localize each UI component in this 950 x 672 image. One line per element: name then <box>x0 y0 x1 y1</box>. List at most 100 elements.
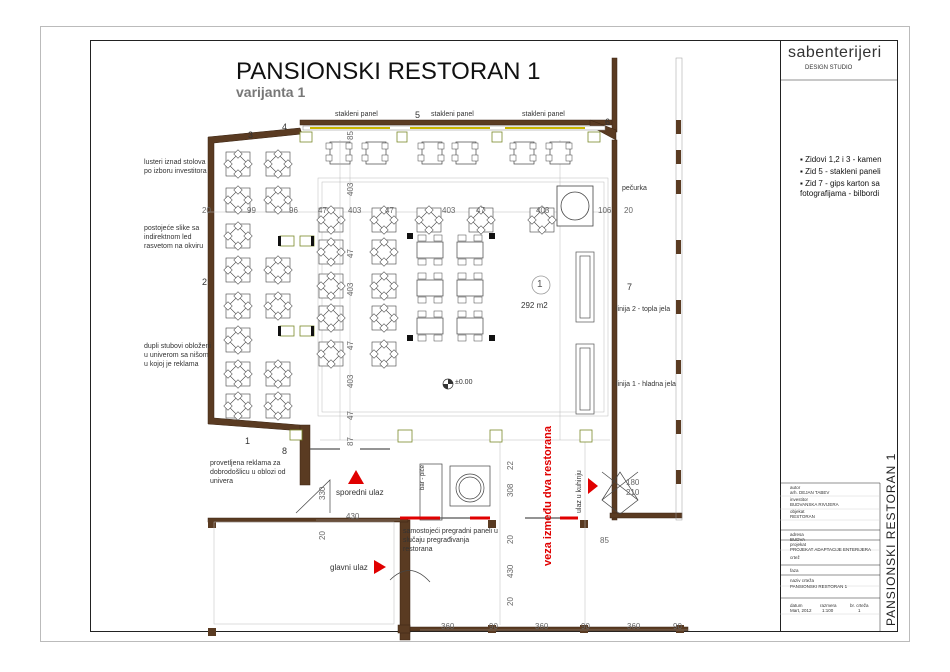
table-4-seat <box>223 359 253 389</box>
dimension-label: 430 <box>506 564 515 578</box>
bar-label: bar - piće <box>420 464 426 490</box>
table-4-seat <box>316 237 346 267</box>
note-stubovi: dupli stubovi obloženi u univerom sa niš… <box>144 343 211 368</box>
wall-number: 8 <box>282 446 288 456</box>
dimension-label: 360 <box>441 622 455 631</box>
table-rect <box>545 141 573 165</box>
table-4-seat <box>316 205 346 235</box>
dimension-label: 90 <box>673 622 682 631</box>
table-rect <box>416 310 444 342</box>
elevation-label: ±0.00 <box>455 379 473 386</box>
dimension-label: 20 <box>624 206 633 215</box>
table-4-seat <box>223 325 253 355</box>
table-4-seat <box>527 205 557 235</box>
table-rect <box>451 141 479 165</box>
side-entrance-label: sporedni ulaz <box>336 488 384 497</box>
table-4-seat <box>369 303 399 333</box>
table-4-seat <box>263 391 293 421</box>
kitchen-entrance-label: ulaz u kuhinju <box>576 470 583 513</box>
table-4-seat <box>263 185 293 215</box>
table-rect <box>417 141 445 165</box>
dimension-label: 403 <box>442 206 456 215</box>
wall-number: 3 <box>248 130 254 140</box>
brand-studio: DESIGN STUDIO <box>805 65 853 71</box>
dimension-label: 403 <box>346 182 355 196</box>
tb-adresa: BUDVA <box>790 537 806 542</box>
dimension-label: 360 <box>627 622 641 631</box>
dimension-label: 403 <box>348 206 362 215</box>
wall-number: 1 <box>245 436 251 446</box>
tb-crtez-br-label: br. crteža <box>850 603 869 608</box>
dimension-label: 106 <box>598 206 612 215</box>
connection-label: veza između dva restorana <box>542 425 554 566</box>
dimension-label: 430 <box>346 512 360 521</box>
table-rect <box>361 141 389 165</box>
wall-number: 7 <box>627 282 633 292</box>
table-4-seat <box>223 221 253 251</box>
glass-panel-label: stakleni panel <box>335 111 378 118</box>
title-block <box>780 40 898 632</box>
dimension-label: 308 <box>506 483 515 497</box>
table-4-seat <box>316 303 346 333</box>
table-4-seat <box>316 339 346 369</box>
table-rect <box>509 141 537 165</box>
note-lusteri: lusteri iznad stolova po izboru investit… <box>144 159 207 175</box>
dimension-label: 403 <box>346 282 355 296</box>
legend-item: ▪ Zidovi 1,2 i 3 - kamen <box>800 155 882 164</box>
linija-1-label: linija 1 - hladna jela <box>616 381 676 388</box>
table-4-seat <box>414 205 444 235</box>
table-4-seat <box>369 237 399 267</box>
table-rect <box>416 272 444 304</box>
tb-objekat-label: objekat <box>790 509 805 514</box>
dimension-label: 22 <box>506 461 515 470</box>
dimension-label: 47 <box>385 206 394 215</box>
note-paneli: samostojeći pregradni paneli u slučaju p… <box>403 528 498 553</box>
tb-razmera-label: razmera <box>820 603 837 608</box>
tb-datum: Mart, 2012 <box>790 608 812 613</box>
tb-projekat-label: projekat <box>790 542 807 547</box>
table-4-seat <box>223 149 253 179</box>
glass-panel-label: stakleni panel <box>431 111 474 118</box>
tb-razmera: 1:100 <box>822 608 834 613</box>
table-rect <box>416 234 444 266</box>
table-4-seat <box>369 205 399 235</box>
glass-panel-label: stakleni panel <box>522 111 565 118</box>
tb-naziv: PANSIONSKI RESTORAN 1 <box>790 584 848 589</box>
table-rect <box>456 272 484 304</box>
tb-crtez-br: 1 <box>858 608 861 613</box>
material-legend: ▪ Zidovi 1,2 i 3 - kamen ▪ Zid 5 - stakl… <box>800 155 900 201</box>
linija-2-label: linija 2 - topla jela <box>616 306 671 313</box>
table-4-seat <box>223 185 253 215</box>
table-4-seat <box>223 291 253 321</box>
tb-autor: arh. DEJAN TABEV <box>790 490 830 495</box>
dimension-label: 47 <box>346 411 355 420</box>
table-4-seat <box>369 339 399 369</box>
note-reklama: provetljena reklama za dobrodošlicu u ob… <box>210 460 286 485</box>
note-slike: postojeće slike sa indirektnom led rasve… <box>144 225 204 250</box>
dimension-label: 90 <box>489 622 498 631</box>
tb-datum-label: datum <box>790 603 803 608</box>
drawing-title: PANSIONSKI RESTORAN 1 <box>236 58 541 85</box>
tb-crtez-label: crtež <box>790 555 800 560</box>
tb-adresa-label: adresa <box>790 532 804 537</box>
dimension-label: 403 <box>346 374 355 388</box>
dimension-label: 20 <box>318 531 327 540</box>
dimension-label: 87 <box>346 437 355 446</box>
table-rect <box>325 141 353 165</box>
tb-investitor: BUDVANSKA RIVIJERA <box>790 502 839 507</box>
dimension-label: 90 <box>581 622 590 631</box>
dimension-label: 85 <box>346 131 355 140</box>
dimension-label: 403 <box>536 206 550 215</box>
dimension-label: 47 <box>318 206 327 215</box>
dimension-label: 210 <box>626 488 640 497</box>
table-4-seat <box>263 359 293 389</box>
tb-autor-label: autor <box>790 485 801 490</box>
tb-vertical-title: PANSIONSKI RESTORAN 1 <box>884 452 898 626</box>
walls <box>207 57 689 641</box>
table-4-seat <box>263 255 293 285</box>
dimension-label: 96 <box>289 206 298 215</box>
tb-objekat: RESTORAN <box>790 514 815 519</box>
dimension-label: 85 <box>600 536 609 545</box>
dimension-label: 47 <box>346 249 355 258</box>
wall-number: 6 <box>605 117 611 127</box>
